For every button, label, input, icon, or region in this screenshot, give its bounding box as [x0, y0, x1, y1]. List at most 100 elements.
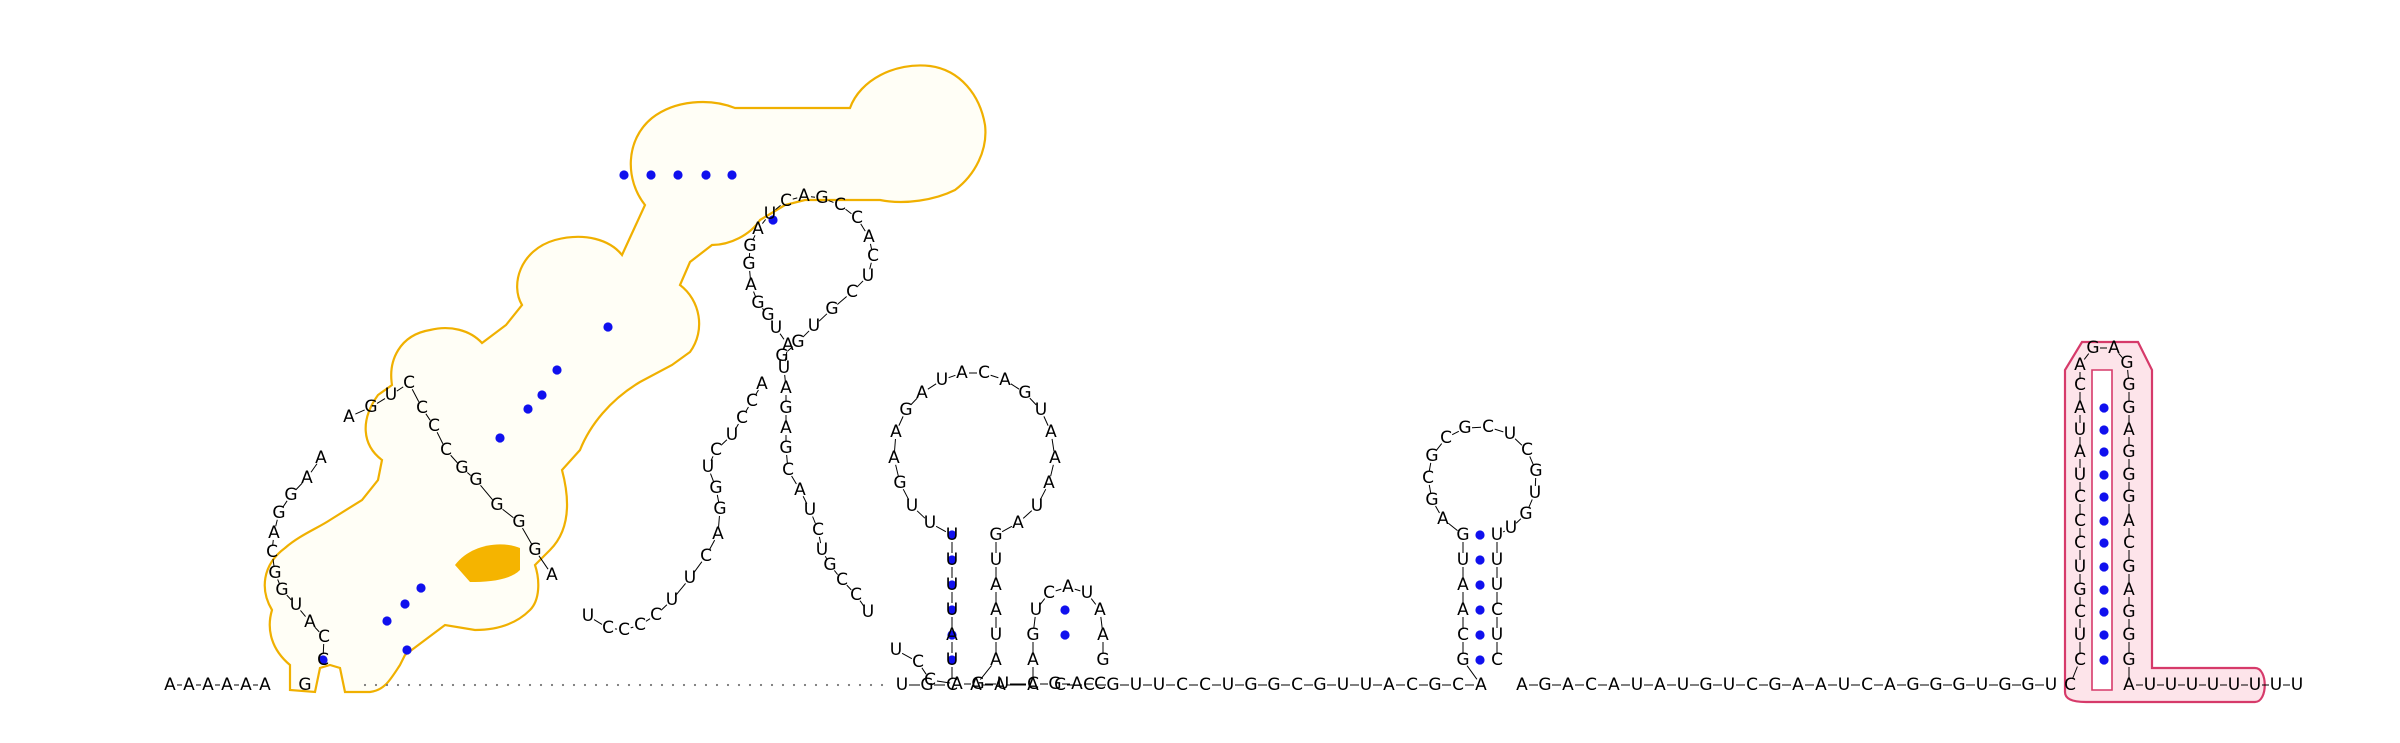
- backbone-bond: [295, 482, 303, 491]
- base-pair-dot: [947, 580, 957, 590]
- linker-dot: [528, 683, 532, 687]
- nucleotide: U: [2074, 557, 2086, 577]
- nucleotide: A: [304, 612, 316, 632]
- backbone-bond: [856, 280, 864, 288]
- backbone-bond: [1435, 443, 1443, 451]
- nucleotide: U: [1529, 483, 1541, 503]
- nucleotide: A: [890, 422, 902, 442]
- base-pair-markers: [318, 170, 2109, 665]
- backbone-bond: [425, 413, 431, 421]
- nucleotide: U: [946, 575, 958, 595]
- linker-dot: [748, 683, 752, 687]
- base-pair-dot: [947, 605, 957, 615]
- nucleotide: A: [712, 524, 724, 544]
- nucleotide: C: [618, 620, 630, 640]
- backbone-bond: [1050, 464, 1054, 477]
- backbone-bond: [837, 296, 847, 305]
- nucleotide: G: [528, 540, 541, 560]
- linker-dot: [869, 683, 873, 687]
- nucleotide: U: [2207, 675, 2219, 695]
- backbone-bond: [538, 555, 549, 570]
- nucleotide: C: [428, 416, 440, 436]
- backbone-bond: [1435, 505, 1440, 514]
- backbone-bond: [1010, 383, 1020, 390]
- backbone-bond: [1514, 438, 1523, 446]
- nucleotide: G: [1425, 446, 1438, 466]
- backbone-bond: [761, 219, 767, 224]
- nucleotide: A: [1815, 675, 1827, 695]
- linker-dot: [671, 683, 675, 687]
- base-pair-dot: [2099, 538, 2109, 548]
- backbone-bond: [1039, 488, 1047, 501]
- nucleotide: C: [1440, 428, 1452, 448]
- backbone-bond: [2083, 353, 2090, 360]
- nucleotide: A: [2123, 511, 2135, 531]
- backbone-bond: [935, 525, 947, 533]
- nucleotide: U: [1838, 675, 1850, 695]
- base-pair-dot: [603, 322, 613, 332]
- nucleotide: G: [1313, 675, 1326, 695]
- nucleotide: G: [1267, 675, 1280, 695]
- backbone-bond: [630, 626, 634, 629]
- nucleotide: C: [1406, 675, 1418, 695]
- nucleotide: C: [1491, 600, 1503, 620]
- backbone-bond: [275, 519, 278, 527]
- linker-dot: [462, 683, 466, 687]
- linker-dot: [429, 683, 433, 687]
- nucleotide: A: [756, 374, 768, 394]
- linker-dot: [616, 683, 620, 687]
- nucleotide: U: [990, 550, 1002, 570]
- backbone-bond: [286, 594, 292, 601]
- backbone-bond: [1051, 438, 1055, 452]
- backbone-bond: [502, 508, 514, 519]
- nucleotide: U: [946, 525, 958, 545]
- nucleotide: C: [912, 652, 924, 672]
- nucleotide: C: [650, 605, 662, 625]
- nucleotide: G: [512, 512, 525, 532]
- nucleotide: C: [2074, 487, 2086, 507]
- nucleotide: C: [846, 282, 858, 302]
- nucleotide: U: [862, 266, 874, 286]
- backbone-bond: [436, 432, 444, 444]
- linker-dot: [539, 683, 543, 687]
- nucleotide: A: [2108, 338, 2120, 358]
- nucleotide: U: [2186, 675, 2198, 695]
- base-pair-dot: [947, 630, 957, 640]
- nucleotide: C: [2074, 533, 2086, 553]
- nucleotide: C: [834, 195, 846, 215]
- nucleotide: A: [546, 565, 558, 585]
- nucleotide: G: [2122, 625, 2135, 645]
- linker-dot: [363, 683, 367, 687]
- linker-dot: [814, 683, 818, 687]
- linker-dot: [583, 683, 587, 687]
- nucleotide: G: [2122, 375, 2135, 395]
- nucleotide: C: [317, 650, 329, 670]
- backbone-bond: [802, 496, 808, 504]
- base-pair-dot: [701, 170, 711, 180]
- nucleotide: G: [791, 332, 804, 352]
- backbone-bonds: [177, 196, 2290, 686]
- nucleotide: A: [2074, 398, 2086, 418]
- domain2-inner-groove: [2091, 369, 2113, 691]
- nucleotide: G: [272, 503, 285, 523]
- backbone-bond: [752, 235, 756, 240]
- nucleotide: G: [2122, 487, 2135, 507]
- nucleotide: C: [946, 675, 958, 695]
- nucleotide: G: [815, 188, 828, 208]
- base-pair-dot: [416, 583, 426, 593]
- nucleotide: G: [920, 675, 933, 695]
- backbone-bond: [710, 456, 714, 461]
- nucleotide: U: [726, 425, 738, 445]
- linker-dot: [726, 683, 730, 687]
- base-pair-dot: [1475, 580, 1485, 590]
- backbone-bond: [720, 439, 728, 446]
- nucleotide: U: [778, 358, 790, 378]
- nucleotide: G: [899, 400, 912, 420]
- linker-dot: [715, 683, 719, 687]
- linker-dot: [473, 683, 477, 687]
- backbone-bond: [845, 208, 852, 215]
- nucleotide: G: [751, 293, 764, 313]
- nucleotide: A: [916, 383, 928, 403]
- nucleotide: U: [1153, 675, 1165, 695]
